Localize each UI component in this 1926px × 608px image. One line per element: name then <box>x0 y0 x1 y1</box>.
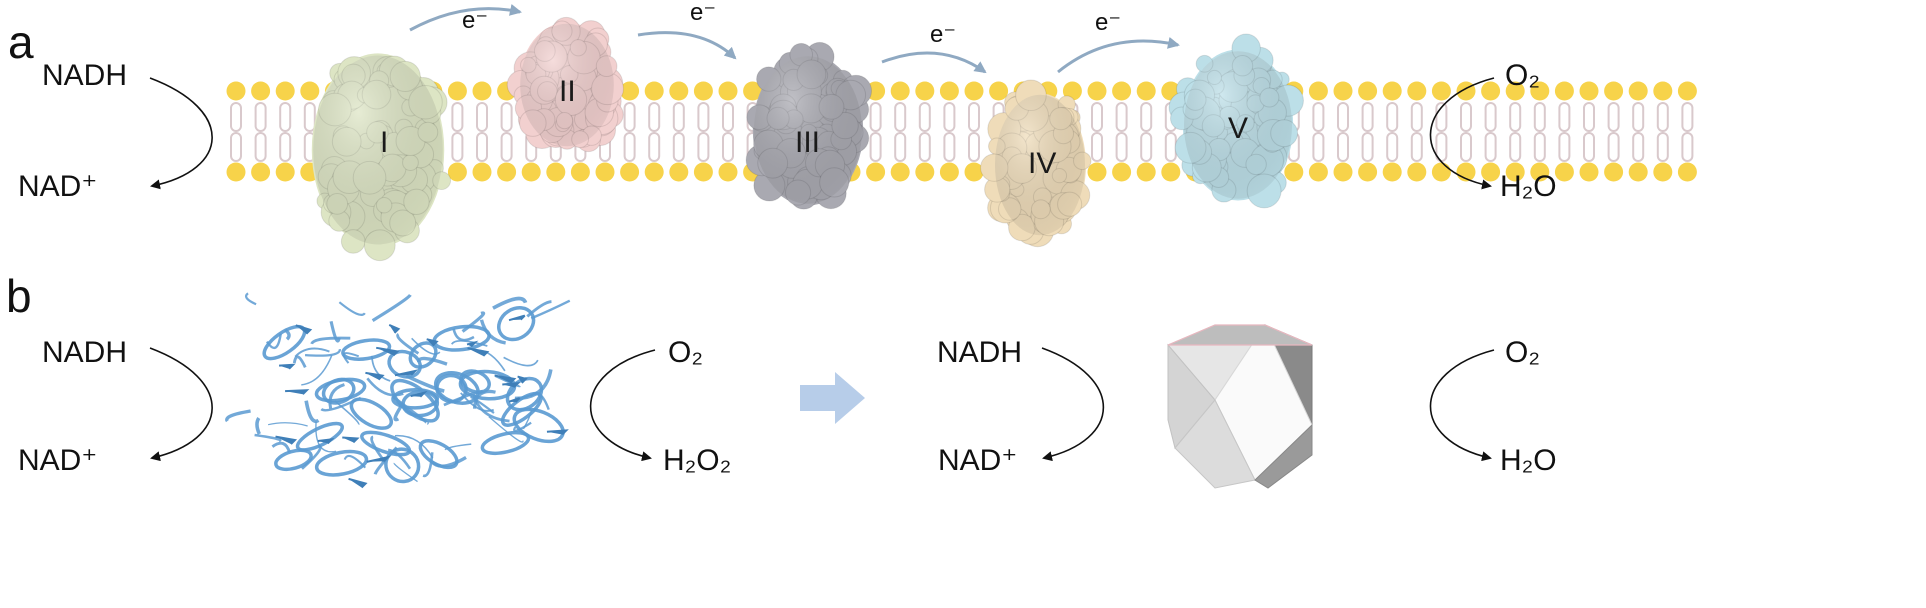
complex-1-blob <box>311 53 452 262</box>
electron-arrow-i-ii <box>409 4 522 32</box>
nad-plus-label-a: NAD⁺ <box>18 170 97 203</box>
lipid <box>1308 81 1328 182</box>
electron-label-2: e⁻ <box>690 0 716 26</box>
lipid <box>693 81 713 182</box>
lipid <box>1456 81 1476 182</box>
lipid <box>866 81 886 182</box>
nadh-oxidation-arrow-enzyme <box>149 347 213 462</box>
nad-plus-label-enzyme: NAD⁺ <box>18 444 97 477</box>
o2-reduction-arrow-a <box>1429 77 1495 190</box>
lipid <box>472 81 492 182</box>
h2o-label-nanozyme: H₂O <box>1500 444 1557 477</box>
complex-ii-label: II <box>559 75 576 108</box>
electron-arrow-ii-iii <box>637 31 737 60</box>
lipid <box>1382 81 1402 182</box>
lipid <box>718 81 738 182</box>
lipid <box>1431 81 1451 182</box>
respiratory-complexes <box>311 16 1304 262</box>
nadh-oxidation-arrow-a <box>149 77 213 190</box>
o2-label-a: O₂ <box>1505 59 1540 92</box>
lipid <box>964 81 984 182</box>
panel-b: b NADH NAD⁺ O₂ H₂O₂ NADH NAD⁺ O₂ H₂O <box>6 270 1557 489</box>
lipid <box>447 81 467 182</box>
lipid <box>1604 81 1624 182</box>
lipid <box>1358 81 1378 182</box>
electron-label-1: e⁻ <box>462 7 488 34</box>
lipid <box>1530 81 1550 182</box>
lipid <box>275 81 295 182</box>
nad-plus-label-nanozyme: NAD⁺ <box>938 444 1017 477</box>
nanozyme-polyhedron <box>1167 323 1313 489</box>
panel-a-label: a <box>8 16 34 68</box>
lipid <box>226 81 246 182</box>
lipid <box>1481 81 1501 182</box>
complex-iii-label: III <box>795 126 820 159</box>
electron-arrow-iv-v <box>1057 36 1180 74</box>
lipid-bilayer <box>226 81 1697 182</box>
lipid <box>669 81 689 182</box>
lipid <box>915 81 935 182</box>
lipid <box>1653 81 1673 182</box>
lipid <box>1333 81 1353 182</box>
transition-arrow <box>800 372 865 424</box>
lipid <box>1628 81 1648 182</box>
o2-label-nanozyme: O₂ <box>1505 336 1540 369</box>
lipid <box>939 81 959 182</box>
nadh-label-enzyme: NADH <box>42 336 127 369</box>
oxidase-enzyme-structure <box>225 292 571 489</box>
lipid <box>1579 81 1599 182</box>
lipid <box>620 81 640 182</box>
complex-i-label: I <box>380 126 388 159</box>
complex-4-blob <box>980 79 1092 248</box>
h2o-label-a: H₂O <box>1500 170 1557 203</box>
electron-arrow-iii-iv <box>881 51 987 74</box>
lipid <box>1087 81 1107 182</box>
electron-transfer-arrows <box>409 4 1180 74</box>
lipid <box>1136 81 1156 182</box>
complex-2-blob <box>506 16 624 153</box>
lipid <box>1112 81 1132 182</box>
complex-3-blob <box>745 41 873 210</box>
panel-a: a I II III IV V e⁻ e⁻ e⁻ e⁻ NADH NAD⁺ O₂… <box>8 0 1697 262</box>
complex-5-blob <box>1168 33 1304 209</box>
lipid <box>1407 81 1427 182</box>
o2-label-enzyme: O₂ <box>668 336 703 369</box>
lipid <box>1677 81 1697 182</box>
lipid <box>1505 81 1525 182</box>
lipid <box>1554 81 1574 182</box>
complex-iv-label: IV <box>1028 147 1056 180</box>
electron-label-3: e⁻ <box>930 21 956 48</box>
lipid <box>890 81 910 182</box>
nadh-label-nanozyme: NADH <box>937 336 1022 369</box>
nadh-oxidation-arrow-nanozyme <box>1041 347 1105 462</box>
lipid <box>251 81 271 182</box>
o2-reduction-arrow-nanozyme <box>1429 349 1495 462</box>
o2-reduction-arrow-enzyme <box>589 349 656 462</box>
electron-label-4: e⁻ <box>1095 9 1121 36</box>
nadh-label-a: NADH <box>42 59 127 92</box>
lipid <box>644 81 664 182</box>
panel-b-label: b <box>6 270 32 322</box>
h2o2-label-enzyme: H₂O₂ <box>663 444 731 477</box>
complex-v-label: V <box>1228 112 1248 145</box>
